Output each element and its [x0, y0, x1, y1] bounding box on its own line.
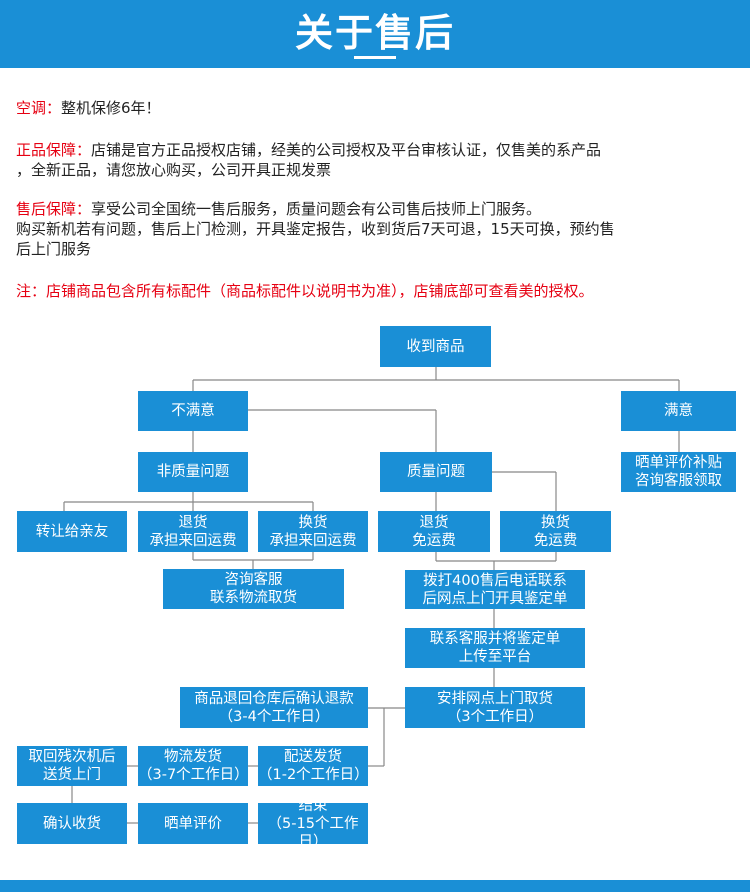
node-satisfied: 满意	[621, 391, 736, 431]
title-underline	[354, 56, 396, 59]
node-unsatisfied: 不满意	[138, 391, 248, 431]
node-return-paid-line1: 退货	[178, 514, 208, 531]
node-deliver-defect-line2: 送货上门	[43, 767, 101, 783]
node-pickup-line1: 安排网点上门取货	[437, 690, 553, 707]
node-exchange-free-line1: 换货	[541, 514, 570, 531]
page-title: 关于售后	[294, 11, 455, 55]
node-deliver-defect: 取回残次机后 送货上门	[17, 746, 127, 786]
node-delivery: 配送发货 （1-2个工作日）	[258, 746, 369, 786]
node-pickup: 安排网点上门取货 （3个工作日）	[405, 687, 585, 728]
node-call400-line1: 拨打400售后电话联系	[423, 572, 567, 589]
node-logistics-line2: （3-7个工作日）	[138, 767, 249, 783]
footer-bar	[0, 880, 750, 892]
node-confirm: 确认收货	[17, 803, 127, 844]
node-call400: 拨打400售后电话联系 后网点上门开具鉴定单	[405, 570, 585, 609]
node-review-label: 晒单评价	[164, 815, 222, 832]
node-return-free-line1: 退货	[419, 514, 449, 531]
node-delivery-line2: （1-2个工作日）	[258, 767, 369, 783]
node-review-subsidy: 晒单评价补贴 咨询客服领取	[621, 452, 736, 492]
ac-text: 整机保修6年！	[61, 99, 161, 117]
service-label: 售后保障：	[16, 200, 92, 218]
service-text-1: 享受公司全国统一售后服务，质量问题会有公司售后技师上门服务。	[91, 200, 542, 218]
node-consult-line1: 咨询客服	[224, 572, 283, 588]
node-satisfied-label: 满意	[664, 403, 693, 419]
node-receive-label: 收到商品	[406, 338, 465, 355]
node-non-quality: 非质量问题	[138, 452, 248, 492]
intro-ac: 空调：整机保修6年！	[16, 98, 738, 118]
node-return-free-line2: 免运费	[412, 532, 456, 549]
node-exchange-paid-line1: 换货	[298, 514, 328, 531]
node-end-line1: 结束	[298, 797, 328, 814]
node-return-paid: 退货 承担来回运费	[138, 511, 248, 552]
node-deliver-defect-line1: 取回残次机后	[28, 749, 116, 765]
node-review-subsidy-line2: 咨询客服领取	[635, 473, 722, 489]
service-text-3: 后上门服务	[16, 240, 92, 258]
node-pickup-line2: （3个工作日）	[446, 708, 544, 725]
node-return-paid-line2: 承担来回运费	[149, 532, 237, 549]
node-exchange-paid-line2: 承担来回运费	[269, 532, 357, 549]
node-exchange-paid: 换货 承担来回运费	[258, 511, 368, 552]
node-logistics: 物流发货 （3-7个工作日）	[138, 746, 249, 786]
node-refund-line1: 商品退回仓库后确认退款	[194, 690, 354, 707]
node-consult-line2: 联系物流取货	[210, 590, 297, 606]
node-consult: 咨询客服 联系物流取货	[163, 569, 344, 609]
genuine-label: 正品保障：	[16, 141, 92, 159]
node-transfer: 转让给亲友	[17, 511, 127, 552]
header-banner: 关于售后	[0, 0, 750, 68]
intro-service: 售后保障：享受公司全国统一售后服务，质量问题会有公司售后技师上门服务。 购买新机…	[16, 199, 738, 259]
genuine-text-2: ，全新正品，请您放心购买，公司开具正规发票	[16, 161, 332, 179]
node-refund: 商品退回仓库后确认退款 （3-4个工作日）	[180, 687, 368, 728]
node-end: 结束 （5-15个工作日）	[258, 798, 368, 850]
node-logistics-line1: 物流发货	[164, 749, 222, 765]
node-delivery-line1: 配送发货	[284, 749, 342, 765]
node-quality: 质量问题	[380, 452, 492, 492]
genuine-text-1: 店铺是官方正品授权店铺，经美的公司授权及平台审核认证，仅售美的系产品	[91, 141, 602, 159]
node-confirm-label: 确认收货	[43, 815, 101, 832]
node-upload-line2: 上传至平台	[458, 649, 532, 665]
note-text: 注：店铺商品包含所有标配件（商品标配件以说明书为准），店铺底部可查看美的授权。	[16, 282, 594, 300]
node-upload: 联系客服并将鉴定单 上传至平台	[405, 628, 585, 668]
ac-label: 空调：	[16, 99, 62, 117]
node-non-quality-label: 非质量问题	[156, 464, 230, 480]
node-call400-line2: 后网点上门开具鉴定单	[422, 590, 568, 607]
node-refund-line2: （3-4个工作日）	[218, 708, 330, 725]
node-end-line2: （5-15个工作日）	[267, 815, 359, 850]
node-receive: 收到商品	[380, 326, 491, 367]
node-review: 晒单评价	[138, 803, 248, 844]
node-upload-line1: 联系客服并将鉴定单	[429, 631, 561, 647]
node-unsatisfied-label: 不满意	[171, 403, 215, 419]
node-return-free: 退货 免运费	[378, 511, 490, 552]
node-quality-label: 质量问题	[407, 464, 465, 480]
node-transfer-label: 转让给亲友	[35, 523, 109, 540]
node-exchange-free-line2: 免运费	[533, 532, 578, 549]
node-exchange-free: 换货 免运费	[500, 511, 611, 552]
intro-genuine: 正品保障：店铺是官方正品授权店铺，经美的公司授权及平台审核认证，仅售美的系产品 …	[16, 140, 738, 180]
node-review-subsidy-line1: 晒单评价补贴	[635, 455, 722, 471]
service-text-2: 购买新机若有问题，售后上门检测，开具鉴定报告，收到货后7天可退，15天可换，预约…	[16, 220, 615, 238]
